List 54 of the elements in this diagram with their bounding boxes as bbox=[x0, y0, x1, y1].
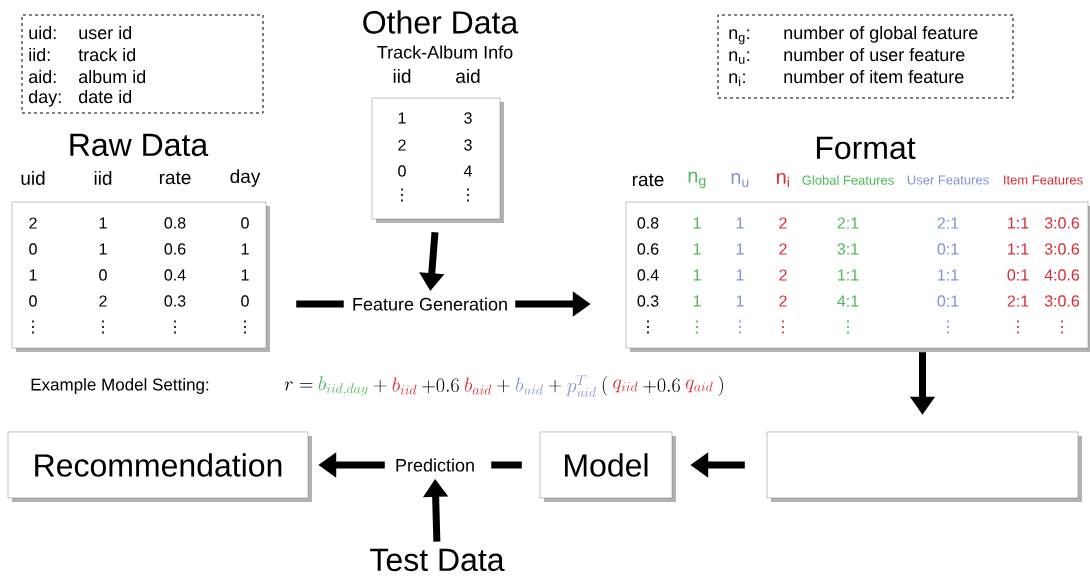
formula-term: $)$ bbox=[718, 376, 723, 396]
definition-text: number of global feature bbox=[784, 25, 978, 43]
definition-text: number of item feature bbox=[784, 69, 964, 84]
definition-box bbox=[717, 14, 1014, 99]
column-header: Global Features bbox=[802, 175, 894, 185]
column-header: iid bbox=[94, 171, 112, 185]
column-header: aid bbox=[456, 69, 480, 83]
definition-text: date id bbox=[78, 89, 132, 104]
formula-term: $+ 0.6$ bbox=[422, 378, 459, 394]
process-box: Recommendation bbox=[7, 431, 312, 502]
key-text: uid: bbox=[29, 25, 56, 40]
step-label: Test Data bbox=[370, 548, 505, 572]
formula-term: $+$ bbox=[373, 379, 387, 393]
key-text: n$_{i}$: bbox=[729, 73, 745, 86]
definition-text: number of user feature bbox=[784, 47, 965, 62]
column-header: day bbox=[230, 169, 261, 187]
step-label: Feature Generation bbox=[353, 297, 507, 311]
process-box: Model bbox=[539, 431, 676, 502]
column-header: User Features bbox=[907, 175, 989, 185]
formula-term: $b_{iid}$ bbox=[392, 377, 417, 395]
formula-term: $($ bbox=[602, 376, 608, 396]
formula-term: $q_{iid}$ bbox=[613, 379, 638, 393]
formula-term: $b_{aid}$ bbox=[464, 377, 492, 395]
definition-text: user id bbox=[79, 25, 132, 40]
table-subtitle: Track-Album Info bbox=[377, 45, 513, 59]
table-title: Raw Data bbox=[70, 133, 209, 157]
formula-term: $+$ bbox=[497, 379, 510, 393]
formula-term: $+ 0.6$ bbox=[643, 378, 680, 394]
column-header: rate bbox=[632, 173, 664, 187]
key-text: n$_{u}$: bbox=[729, 51, 750, 64]
table-title: Other Data bbox=[363, 10, 519, 34]
step-label: Prediction bbox=[396, 458, 474, 472]
column-header: rate bbox=[159, 171, 191, 185]
formula-term: $p_{uid}^{T}$ bbox=[566, 375, 597, 397]
key-text: day: bbox=[28, 89, 61, 107]
column-header: iid bbox=[393, 69, 411, 83]
key-text: aid: bbox=[29, 69, 56, 84]
formula-caption: Example Model Setting: bbox=[31, 378, 209, 394]
table-title: Format bbox=[816, 136, 916, 160]
formula-term: $r =$ bbox=[284, 381, 313, 391]
process-box bbox=[766, 431, 1082, 502]
formula-term: $q_{aid}$ bbox=[685, 379, 713, 393]
definition-text: album id bbox=[79, 69, 146, 84]
formula-term: $b_{uid}$ bbox=[515, 377, 543, 395]
column-header: uid bbox=[21, 171, 45, 185]
formula-term: $+$ bbox=[548, 379, 562, 393]
column-header: n$_{i}$ bbox=[776, 173, 789, 187]
column-header: n$_{u}$ bbox=[731, 173, 749, 187]
formula-term: $b_{iid,day}$ bbox=[318, 376, 368, 396]
column-header: Item Features bbox=[1004, 175, 1083, 185]
definition-text: track id bbox=[78, 47, 136, 62]
key-text: n$_{g}$: bbox=[729, 29, 750, 45]
key-text: iid: bbox=[29, 47, 50, 62]
definition-box bbox=[21, 14, 264, 114]
